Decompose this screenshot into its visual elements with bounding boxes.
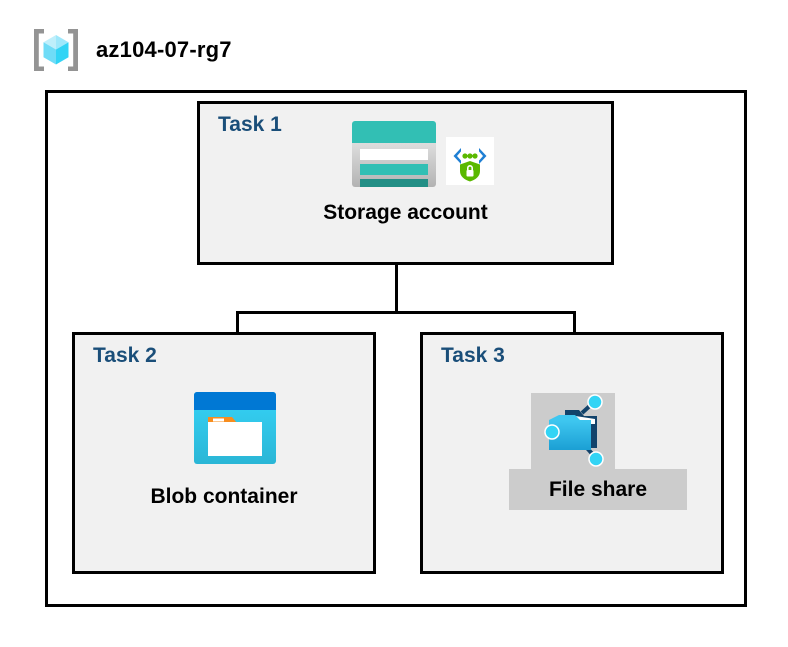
connector-storage-to-bus [395, 265, 398, 314]
connector-horizontal-bus [236, 311, 576, 314]
private-endpoint-shield-icon[interactable] [446, 137, 494, 190]
task-2-label: Task 2 [93, 344, 157, 367]
azure-resource-group-icon [34, 29, 78, 71]
file-share-icon[interactable] [535, 393, 611, 474]
blob-container-node-label: Blob container [150, 485, 298, 508]
storage-account-node-label: Storage account [323, 201, 488, 224]
file-share-node-label: File share [548, 478, 648, 501]
task-3-label: Task 3 [441, 344, 505, 367]
file-share-label-selection-highlight [509, 469, 687, 510]
diagram-header: az104-07-rg7 [30, 26, 232, 74]
resource-group-title: az104-07-rg7 [96, 37, 232, 62]
blob-container-icon[interactable] [192, 390, 278, 471]
task-1-label: Task 1 [218, 113, 282, 136]
storage-account-icon[interactable] [350, 119, 438, 194]
